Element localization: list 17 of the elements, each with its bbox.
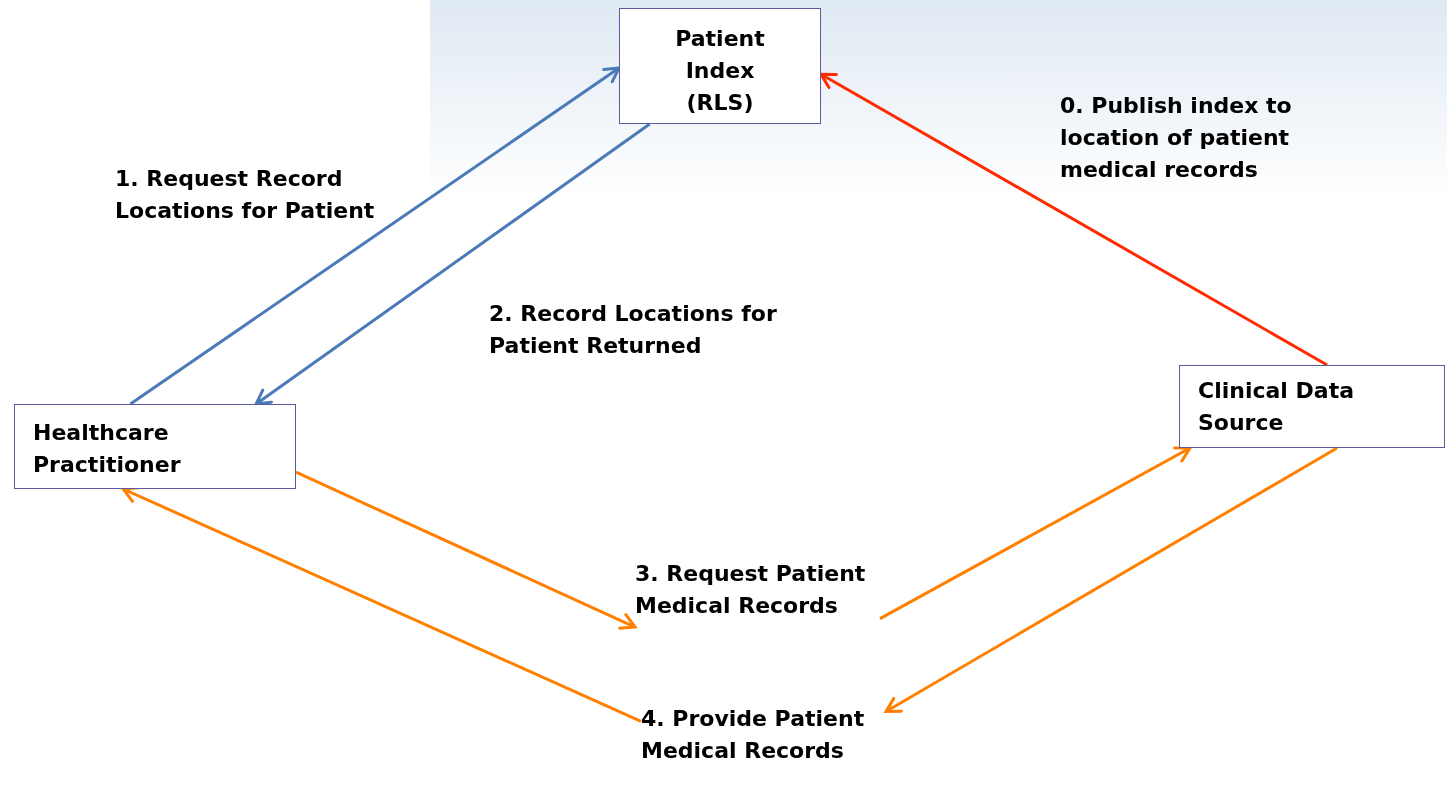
arrow xyxy=(879,446,1192,620)
edge-label: 0. Publish index to location of patient medical records xyxy=(1060,92,1293,184)
process-box xyxy=(619,8,821,124)
step-text: 4. Provide Patient Medical Records xyxy=(641,703,886,795)
arrow xyxy=(884,446,1338,713)
process-box xyxy=(1179,365,1445,448)
edge-label: 2. Record Locations for Patient Returned xyxy=(489,300,778,360)
arrow xyxy=(129,66,621,406)
box-label: Patient Index (RLS) xyxy=(674,25,766,117)
arrow xyxy=(819,72,1328,367)
step-text: 3. Request Patient Medical Records xyxy=(635,558,880,656)
arrow xyxy=(254,122,651,406)
box-label: Clinical Data Source xyxy=(1198,377,1355,437)
arrow xyxy=(295,470,637,630)
edge-label: 1. Request Record Locations for Patient xyxy=(115,165,376,225)
box-label: Healthcare Practitioner xyxy=(33,419,182,479)
process-box xyxy=(14,404,296,489)
